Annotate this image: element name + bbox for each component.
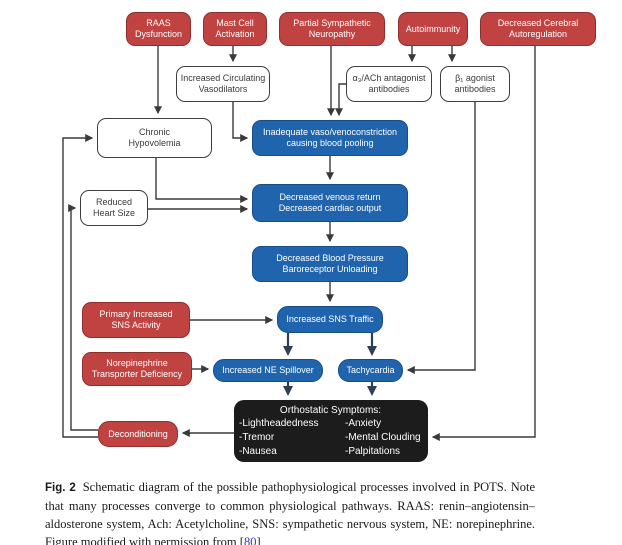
arrow-vasodilators-to-pooling [232, 102, 249, 142]
arrow-beta1-antibodies-to-tachycardia [406, 102, 476, 374]
node-ach-antagonist-antibodies: α₃/ACh antagonist antibodies [346, 66, 432, 102]
node-tachycardia: Tachycardia [338, 359, 403, 382]
node-chronic-hypovolemia: Chronic Hypovolemia [97, 118, 212, 158]
caption-text: Schematic diagram of the possible pathop… [45, 480, 535, 545]
node-decreased-cerebral-autoregulation: Decreased Cerebral Autoregulation [480, 12, 596, 46]
node-autoimmunity: Autoimmunity [398, 12, 468, 46]
arrow-autoregulation-to-symptoms [431, 46, 536, 441]
figure-label: Fig. 2 [45, 482, 76, 494]
node-beta1-agonist-antibodies: β₁ agonist antibodies [440, 66, 510, 102]
node-reduced-heart-size: Reduced Heart Size [80, 190, 148, 226]
symptom-item: -Anxiety [345, 418, 382, 429]
citation-bracket-close: ] [256, 535, 261, 545]
symptom-item: -Palpitations [345, 446, 401, 457]
symptom-item: -Tremor [239, 432, 275, 443]
node-orthostatic-symptoms: Orthostatic Symptoms: -Lightheadedness -… [234, 400, 428, 462]
citation-bracket-open: [ [239, 535, 244, 545]
node-inadequate-vasoconstriction: Inadequate vaso/venoconstriction causing… [252, 120, 408, 156]
node-increased-sns-traffic: Increased SNS Traffic [277, 306, 383, 333]
node-primary-increased-sns-activity: Primary Increased SNS Activity [82, 302, 190, 338]
citation-link[interactable]: 80 [243, 535, 257, 545]
symptom-item: -Nausea [239, 446, 277, 457]
symptom-item: -Mental Clouding [345, 432, 421, 443]
node-increased-ne-spillover: Increased NE Spillover [213, 359, 323, 382]
orthostatic-symptoms-title: Orthostatic Symptoms: [279, 405, 382, 416]
arrow-deconditioning-to-hypovolemia [62, 134, 98, 438]
node-raas-dysfunction: RAAS Dysfunction [126, 12, 191, 46]
node-decreased-venous-return: Decreased venous return Decreased cardia… [252, 184, 408, 222]
arrow-ach-antibodies-to-pooling [335, 83, 346, 117]
node-partial-sympathetic-neuropathy: Partial Sympathetic Neuropathy [279, 12, 385, 46]
symptoms-column-left: -Lightheadedness -Tremor -Nausea [239, 417, 345, 459]
node-norepinephrine-transporter-deficiency: Norepinephrine Transporter Deficiency [82, 352, 192, 386]
node-decreased-blood-pressure: Decreased Blood Pressure Baroreceptor Un… [252, 246, 408, 282]
arrow-deconditioning-to-heart-size [68, 204, 98, 431]
symptoms-column-right: -Anxiety -Mental Clouding -Palpitations [345, 417, 422, 459]
symptom-item: -Lightheadedness [239, 418, 319, 429]
node-deconditioning: Deconditioning [98, 421, 178, 447]
node-mast-cell-activation: Mast Cell Activation [203, 12, 267, 46]
node-increased-circulating-vasodilators: Increased Circulating Vasodilators [176, 66, 270, 102]
arrow-hypovolemia-to-venous-return [155, 158, 249, 203]
